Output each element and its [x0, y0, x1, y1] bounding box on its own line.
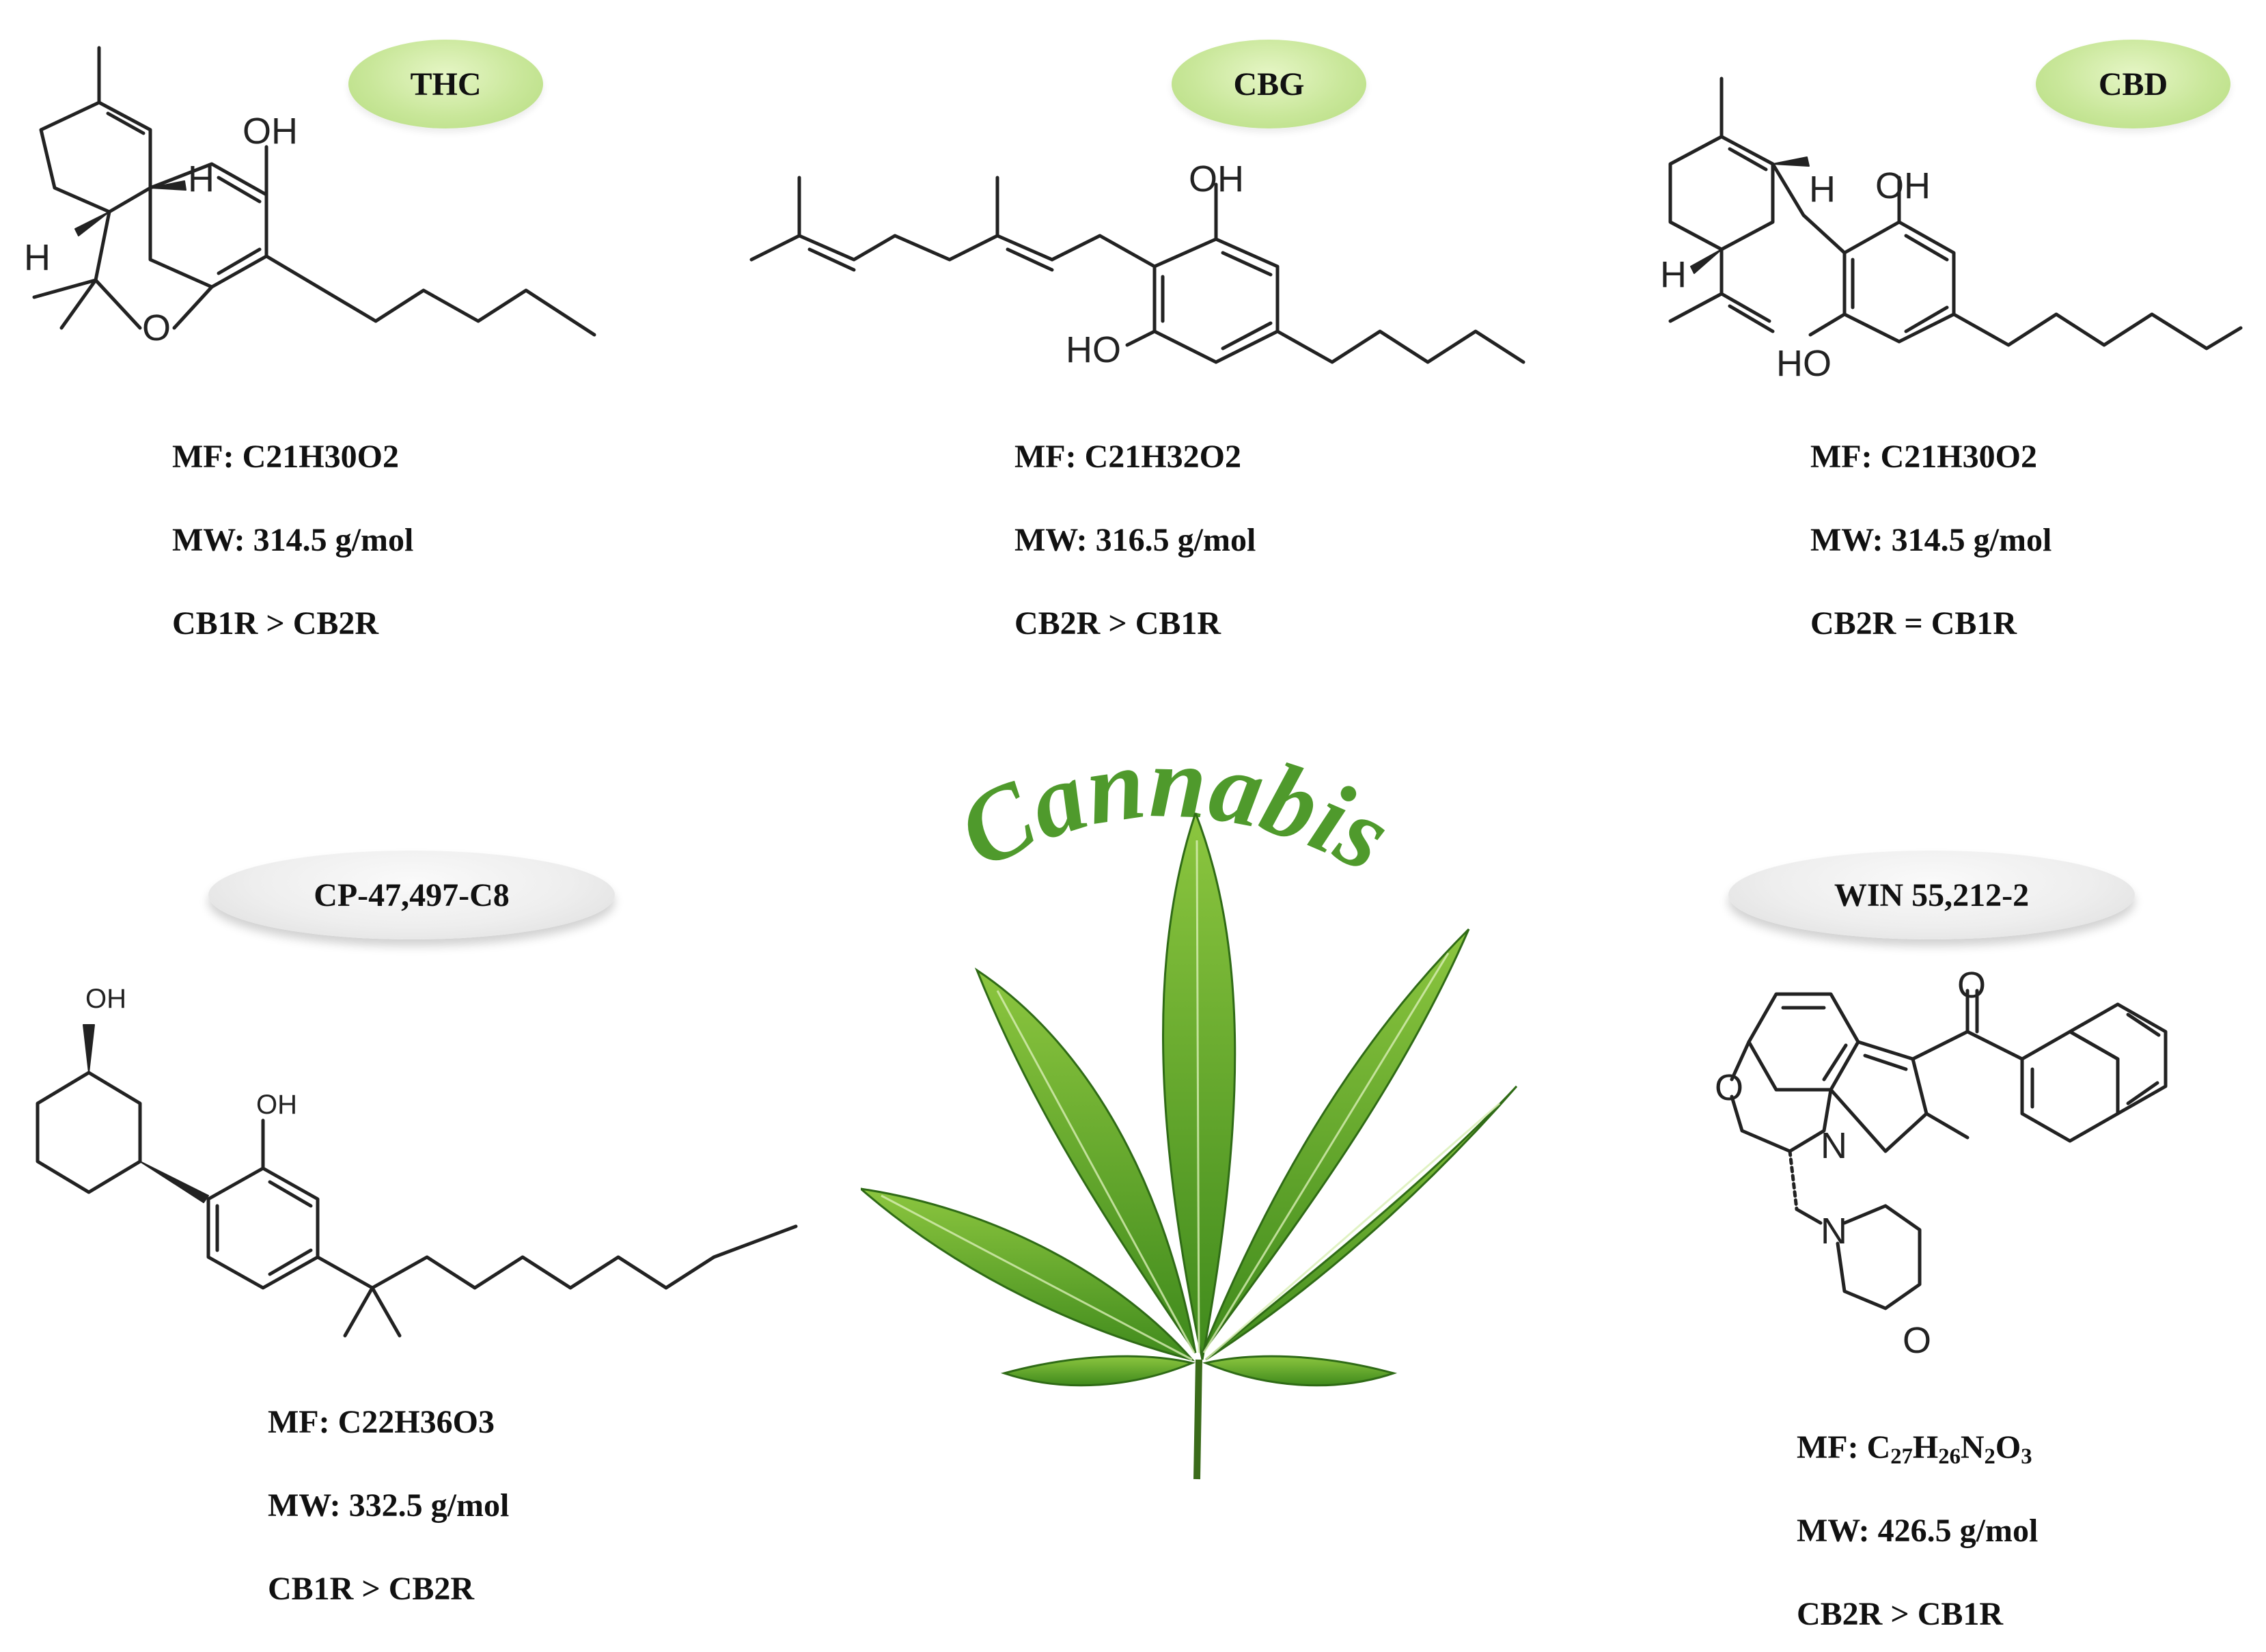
cbd-h2-label: H [1660, 254, 1687, 295]
thc-h1-label: H [188, 159, 215, 199]
win-o3-label: O [1903, 1320, 1931, 1361]
win-n2-label: N [1821, 1211, 1847, 1252]
cbg-label: CBG [1172, 40, 1366, 128]
cbg-selectivity: CB2R > CB1R [1014, 605, 1221, 642]
win-label: WIN 55,212-2 [1728, 851, 2135, 939]
cbd-label: CBD [2036, 40, 2230, 128]
win-mf: MF: C27H26N2O3 [1797, 1429, 2032, 1470]
cbd-oh-label: OH [1875, 165, 1931, 206]
cbd-mw: MW: 314.5 g/mol [1810, 522, 2052, 558]
cbd-info: MF: C21H30O2 MW: 314.5 g/mol CB2R = CB1R [1810, 441, 2152, 646]
thc-structure: OH O H H [24, 46, 596, 348]
thc-selectivity: CB1R > CB2R [172, 605, 379, 642]
win-selectivity: CB2R > CB1R [1797, 1596, 2004, 1632]
cannabis-leaf-icon [861, 813, 1518, 1480]
win-info: MF: C27H26N2O3 MW: 426.5 g/mol CB2R > CB… [1797, 1431, 2179, 1636]
cbg-mw: MW: 316.5 g/mol [1014, 522, 1256, 558]
cp-oh1-label: OH [85, 984, 126, 1014]
cbg-info: MF: C21H32O2 MW: 316.5 g/mol CB2R > CB1R [1014, 441, 1356, 646]
thc-o-label: O [142, 307, 171, 348]
win-mw: MW: 426.5 g/mol [1797, 1513, 2039, 1549]
cbd-mf: MF: C21H30O2 [1810, 439, 2037, 475]
cp-structure: OH OH [36, 984, 798, 1338]
cbd-h1-label: H [1809, 169, 1836, 210]
win-structure: O O N N O [1715, 965, 2168, 1361]
thc-mf: MF: C21H30O2 [172, 439, 399, 475]
cp-info: MF: C22H36O3 MW: 332.5 g/mol CB1R > CB2R [268, 1406, 609, 1611]
cp-mw: MW: 332.5 g/mol [268, 1487, 510, 1524]
cbg-mf: MF: C21H32O2 [1014, 439, 1241, 475]
cbd-structure: OH HO H H [1660, 77, 2243, 384]
cannabis-title: Cannabis [941, 752, 1408, 893]
thc-mw: MW: 314.5 g/mol [172, 522, 414, 558]
cp-label: CP-47,497-C8 [208, 851, 615, 939]
cp-mf: MF: C22H36O3 [268, 1404, 495, 1440]
cbd-ho-label: HO [1776, 343, 1832, 384]
thc-info: MF: C21H30O2 MW: 314.5 g/mol CB1R > CB2R [172, 441, 514, 646]
cp-oh2-label: OH [256, 1090, 297, 1120]
win-o1-label: O [1715, 1067, 1743, 1108]
cbd-selectivity: CB2R = CB1R [1810, 605, 2017, 642]
cbg-oh-label: OH [1189, 159, 1244, 199]
cp-selectivity: CB1R > CB2R [268, 1571, 475, 1607]
win-o2-label: O [1957, 965, 1986, 1006]
thc-oh-label: OH [243, 111, 298, 152]
thc-h2-label: H [24, 237, 51, 278]
cbg-ho-label: HO [1066, 329, 1121, 370]
cbg-structure: OH HO [749, 159, 1525, 370]
thc-label: THC [348, 40, 543, 128]
win-n1-label: N [1821, 1125, 1847, 1166]
